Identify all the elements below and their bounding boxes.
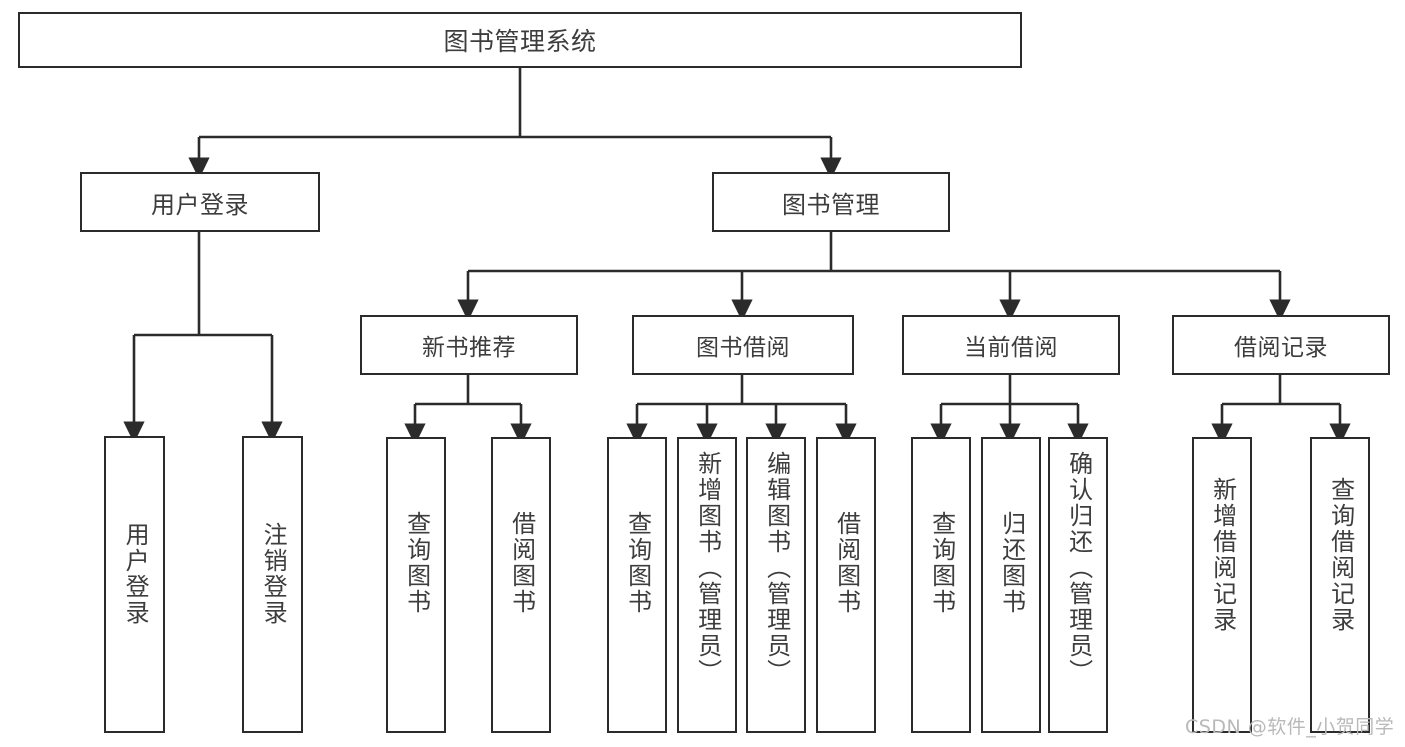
leaf-query-book-current[interactable]: 查询图书 — [911, 437, 971, 733]
leaf-add-book-admin-label: 新增图书（管理员） — [693, 451, 722, 685]
leaf-borrow-book-newbook[interactable]: 借阅图书 — [491, 437, 551, 733]
node-current-borrow[interactable]: 当前借阅 — [902, 315, 1120, 375]
node-user-login-label: 用户登录 — [151, 190, 249, 219]
node-root-label: 图书管理系统 — [443, 27, 597, 56]
leaf-query-book-current-label: 查询图书 — [927, 511, 956, 615]
leaf-query-borrow-record-label: 查询借阅记录 — [1326, 477, 1355, 633]
node-new-book-recommend[interactable]: 新书推荐 — [360, 315, 578, 375]
leaf-edit-book-admin[interactable]: 编辑图书（管理员） — [746, 437, 806, 733]
node-root[interactable]: 图书管理系统 — [18, 12, 1022, 68]
leaf-edit-book-admin-label: 编辑图书（管理员） — [762, 451, 791, 685]
node-book-management-label: 图书管理 — [782, 190, 880, 219]
leaf-query-book-borrow[interactable]: 查询图书 — [607, 437, 667, 733]
leaf-logout-label: 注销登录 — [259, 522, 288, 626]
node-borrow-records-label: 借阅记录 — [1234, 335, 1328, 361]
leaf-query-book-borrow-label: 查询图书 — [623, 511, 652, 615]
node-book-borrow-label: 图书借阅 — [696, 335, 790, 361]
leaf-borrow-book-newbook-label: 借阅图书 — [507, 511, 536, 615]
leaf-logout[interactable]: 注销登录 — [242, 436, 303, 733]
leaf-borrow-book-borrow-label: 借阅图书 — [832, 511, 861, 615]
leaf-return-book-label: 归还图书 — [997, 511, 1026, 615]
leaf-return-book[interactable]: 归还图书 — [981, 437, 1041, 733]
node-user-login[interactable]: 用户登录 — [80, 172, 320, 232]
leaf-borrow-book-borrow[interactable]: 借阅图书 — [816, 437, 876, 733]
leaf-add-book-admin[interactable]: 新增图书（管理员） — [677, 437, 737, 733]
watermark: CSDN @软件_小贺同学 — [1185, 716, 1395, 738]
leaf-user-login-label: 用户登录 — [121, 522, 150, 626]
leaf-confirm-return-admin[interactable]: 确认归还（管理员） — [1048, 437, 1108, 733]
node-book-management[interactable]: 图书管理 — [712, 172, 950, 232]
node-current-borrow-label: 当前借阅 — [964, 335, 1058, 361]
leaf-query-book-newbook[interactable]: 查询图书 — [386, 437, 446, 733]
leaf-query-borrow-record[interactable]: 查询借阅记录 — [1310, 437, 1370, 733]
leaf-confirm-return-admin-label: 确认归还（管理员） — [1064, 451, 1093, 685]
node-book-borrow[interactable]: 图书借阅 — [632, 315, 854, 375]
leaf-add-borrow-record[interactable]: 新增借阅记录 — [1192, 437, 1252, 733]
leaf-add-borrow-record-label: 新增借阅记录 — [1208, 477, 1237, 633]
leaf-user-login[interactable]: 用户登录 — [104, 436, 165, 733]
leaf-query-book-newbook-label: 查询图书 — [402, 511, 431, 615]
node-borrow-records[interactable]: 借阅记录 — [1172, 315, 1390, 375]
node-new-book-recommend-label: 新书推荐 — [422, 335, 516, 361]
